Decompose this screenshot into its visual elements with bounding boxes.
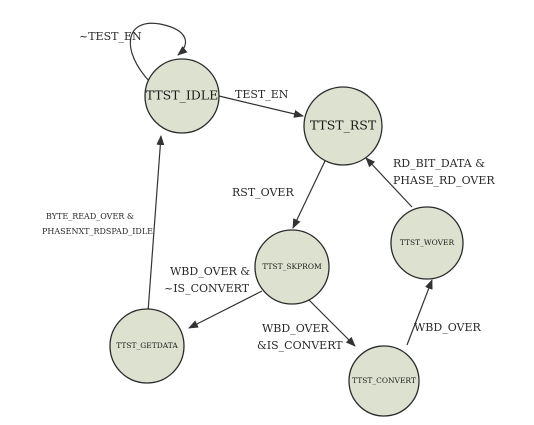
state-ttst-rst[interactable]: TTST_RST (303, 86, 383, 166)
state-label: TTST_CONVERT (352, 376, 416, 385)
edge-label-skprom-to-convert-line2: &IS_CONVERT (257, 339, 343, 352)
edge-label-idle-self: ~TEST_EN (79, 30, 142, 43)
state-label: TTST_WOVER (400, 238, 455, 247)
edge-convert-to-wover (406, 279, 433, 346)
edge-label-convert-to-wover: WBD_OVER (414, 321, 482, 334)
state-ttst-convert[interactable]: TTST_CONVERT (348, 345, 420, 417)
edge-label-rst-to-skprom: RST_OVER (232, 186, 294, 199)
edge-label-wover-to-rst-line1: RD_BIT_DATA & (393, 157, 485, 170)
edge-label-idle-to-rst: TEST_EN (235, 88, 289, 101)
state-ttst-wover[interactable]: TTST_WOVER (390, 206, 464, 280)
edge-label-skprom-to-convert-line1: WBD_OVER (262, 322, 330, 335)
state-label: TTST_RST (310, 118, 377, 133)
edge-idle-to-rst (218, 95, 304, 118)
state-ttst-getdata[interactable]: TTST_GETDATA (109, 308, 185, 384)
edge-label-skprom-to-getdata-line2: ~IS_CONVERT (164, 282, 250, 295)
state-ttst-skprom[interactable]: TTST_SKPROM (254, 229, 330, 305)
edge-wover-to-rst (365, 157, 413, 208)
edge-label-getdata-to-idle-line2: PHASENXT_RDSPAD_IDLE (42, 227, 153, 236)
edge-skprom-to-getdata (188, 290, 263, 329)
edge-idle-self-loop (129, 22, 188, 83)
state-label: TTST_SKPROM (262, 262, 322, 271)
edge-label-getdata-to-idle-line1: BYTE_READ_OVER & (46, 212, 134, 221)
state-label: TTST_GETDATA (116, 341, 178, 350)
edge-skprom-to-convert (307, 298, 356, 347)
edge-label-wover-to-rst-line2: PHASE_RD_OVER (393, 174, 495, 187)
edge-rst-to-skprom (292, 160, 326, 229)
edge-label-skprom-to-getdata-line1: WBD_OVER & (170, 265, 250, 278)
state-label: TTST_IDLE (146, 88, 218, 103)
edge-getdata-to-idle (147, 135, 165, 313)
state-ttst-idle[interactable]: TTST_IDLE (144, 58, 220, 134)
